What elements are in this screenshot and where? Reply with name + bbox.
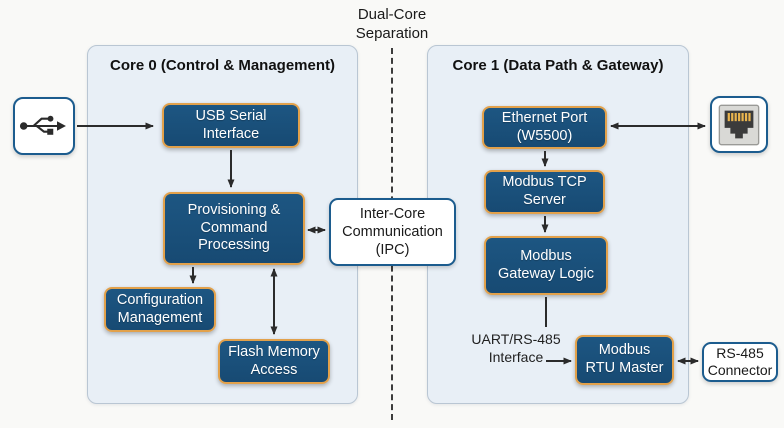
ipc-box: Inter-Core Communication (IPC): [329, 198, 456, 266]
ethernet-jack-icon: [718, 104, 760, 145]
node-modbus-tcp-server: Modbus TCP Server: [484, 170, 605, 214]
ipc-label: Inter-Core Communication (IPC): [342, 205, 443, 259]
node-ethernet-port-w5500: Ethernet Port (W5500): [482, 106, 607, 149]
uart-rs485-interface-label: UART/RS-485 Interface: [471, 331, 561, 365]
usb-connector-box: [13, 97, 75, 155]
node-usb-serial-interface: USB Serial Interface: [162, 103, 300, 148]
node-configuration-management: Configuration Management: [104, 287, 216, 332]
node-modbus-rtu-master: Modbus RTU Master: [575, 335, 674, 385]
node-provisioning-command-processing: Provisioning & Command Processing: [163, 192, 305, 265]
node-modbus-gateway-logic: Modbus Gateway Logic: [484, 236, 608, 295]
rs485-connector-box: RS-485 Connector: [702, 342, 778, 382]
rs485-connector-label: RS-485 Connector: [707, 344, 773, 379]
node-flash-memory-access: Flash Memory Access: [218, 339, 330, 384]
core1-title: Core 1 (Data Path & Gateway): [452, 57, 664, 74]
dual-core-separation-label: Dual-Core Separation: [355, 6, 429, 43]
ethernet-jack-box: [710, 96, 768, 153]
core0-title: Core 0 (Control & Management): [109, 57, 335, 74]
usb-icon: [19, 115, 66, 135]
